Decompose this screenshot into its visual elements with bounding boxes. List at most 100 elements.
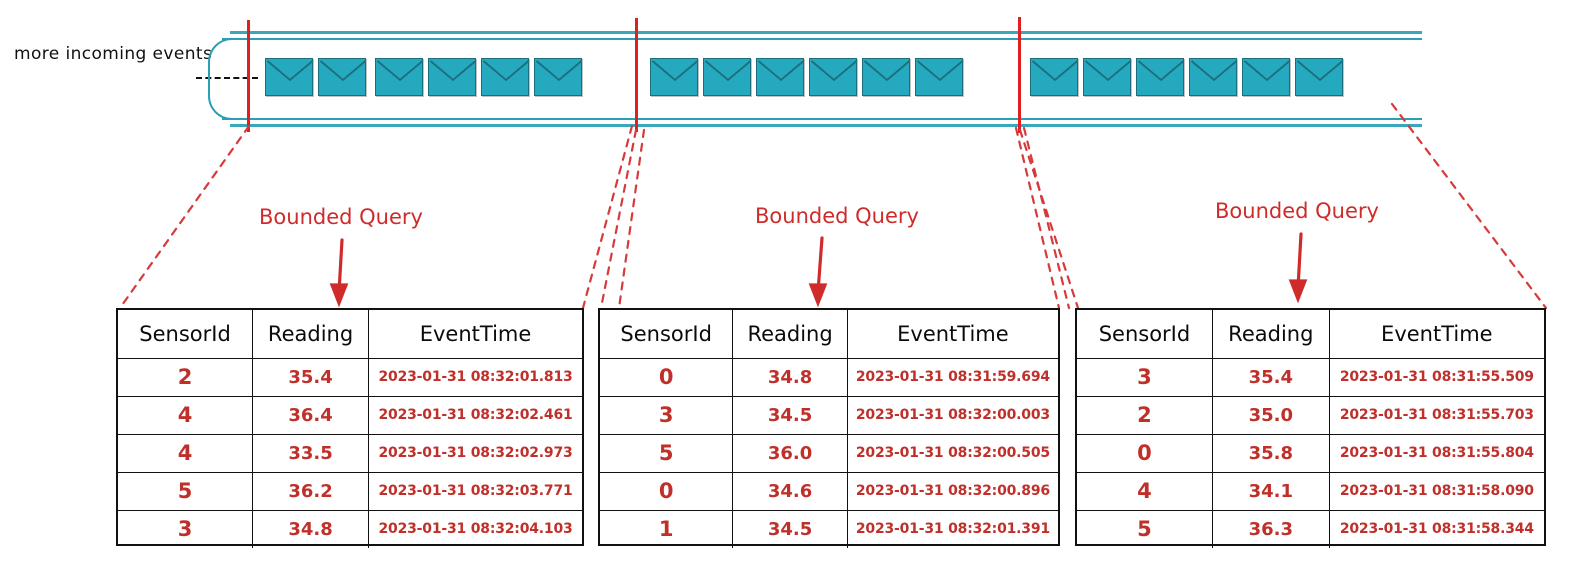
boundary-marker-3 <box>1018 17 1021 133</box>
cell-eventtime: 2023-01-31 08:32:01.391 <box>846 509 1058 548</box>
cell-reading: 34.5 <box>732 509 848 548</box>
cell-eventtime: 2023-01-31 08:32:04.103 <box>368 509 582 548</box>
column-header-reading: Reading <box>252 310 370 359</box>
bq-arrow-3-head <box>1288 279 1308 304</box>
connector-2-left <box>599 128 638 310</box>
column-header-sensorid: SensorId <box>1077 310 1213 359</box>
cell-eventtime: 2023-01-31 08:31:59.694 <box>846 357 1058 397</box>
envelope-icon <box>1242 58 1291 96</box>
cell-sensorid: 5 <box>600 433 734 473</box>
cell-eventtime: 2023-01-31 08:32:03.771 <box>368 471 582 511</box>
column-header-sensorid: SensorId <box>600 310 734 359</box>
bq-arrow-2-shaft <box>816 236 824 294</box>
bounded-query-label-3: Bounded Query <box>1215 199 1379 223</box>
cell-eventtime: 2023-01-31 08:32:02.461 <box>368 395 582 435</box>
envelope-icon <box>650 58 699 96</box>
connector-3-left <box>1018 128 1080 310</box>
stream-pipe-top-edge <box>222 37 1422 40</box>
column-header-eventtime: EventTime <box>846 310 1058 359</box>
cell-sensorid: 0 <box>1077 433 1213 473</box>
event-stream-area: more incoming events <box>0 0 1570 140</box>
envelope-icon <box>756 58 805 96</box>
cell-eventtime: 2023-01-31 08:32:00.003 <box>846 395 1058 435</box>
column-header-eventtime: EventTime <box>368 310 582 359</box>
envelope-icon <box>703 58 752 96</box>
cell-reading: 35.0 <box>1211 395 1330 435</box>
cell-sensorid: 2 <box>118 357 254 397</box>
cell-sensorid: 5 <box>118 471 254 511</box>
connector-2-right-inner <box>617 128 646 310</box>
bounded-query-label-1: Bounded Query <box>259 205 423 229</box>
cell-eventtime: 2023-01-31 08:31:58.090 <box>1328 471 1544 511</box>
cell-reading: 34.8 <box>252 509 370 548</box>
cell-eventtime: 2023-01-31 08:32:00.505 <box>846 433 1058 473</box>
envelope-icon <box>1189 58 1238 96</box>
cell-sensorid: 0 <box>600 357 734 397</box>
cell-reading: 36.3 <box>1211 509 1330 548</box>
boundary-marker-1 <box>247 20 250 132</box>
cell-sensorid: 4 <box>118 433 254 473</box>
cell-reading: 34.1 <box>1211 471 1330 511</box>
envelope-icon <box>1083 58 1132 96</box>
envelope-icon <box>862 58 911 96</box>
cell-reading: 33.5 <box>252 433 370 473</box>
cell-reading: 34.6 <box>732 471 848 511</box>
cell-reading: 35.4 <box>252 357 370 397</box>
connector-2-right <box>1014 126 1061 310</box>
cell-reading: 36.2 <box>252 471 370 511</box>
envelope-icon <box>1295 58 1344 96</box>
connector-1-right <box>581 124 634 310</box>
envelope-icon <box>481 58 530 96</box>
cell-sensorid: 3 <box>600 395 734 435</box>
column-header-sensorid: SensorId <box>118 310 254 359</box>
cell-reading: 35.8 <box>1211 433 1330 473</box>
cell-eventtime: 2023-01-31 08:31:58.344 <box>1328 509 1544 548</box>
column-header-eventtime: EventTime <box>1328 310 1544 359</box>
envelope-icon <box>915 58 964 96</box>
envelope-icon <box>534 58 583 96</box>
envelope-icon <box>318 58 367 96</box>
connector-2-right-outer <box>1022 126 1071 310</box>
boundary-marker-2 <box>635 18 638 132</box>
bq-arrow-1-shaft <box>337 238 344 294</box>
cell-eventtime: 2023-01-31 08:31:55.703 <box>1328 395 1544 435</box>
cell-reading: 36.4 <box>252 395 370 435</box>
cell-sensorid: 2 <box>1077 395 1213 435</box>
envelope-icon <box>375 58 424 96</box>
stream-pipe-bottom-edge <box>222 117 1422 120</box>
stream-pipe-top-edge-outer <box>230 31 1422 34</box>
cell-reading: 34.5 <box>732 395 848 435</box>
bq-arrow-3-shaft <box>1296 232 1303 290</box>
cell-sensorid: 4 <box>118 395 254 435</box>
cell-sensorid: 4 <box>1077 471 1213 511</box>
envelope-icon <box>1030 58 1079 96</box>
incoming-dashed-connector <box>196 77 258 79</box>
bounded-query-label-2: Bounded Query <box>755 204 919 228</box>
cell-sensorid: 3 <box>118 509 254 548</box>
column-header-reading: Reading <box>732 310 848 359</box>
cell-sensorid: 3 <box>1077 357 1213 397</box>
cell-sensorid: 0 <box>600 471 734 511</box>
bq-arrow-2-head <box>808 283 828 308</box>
more-incoming-events-label: more incoming events <box>14 44 213 64</box>
cell-eventtime: 2023-01-31 08:31:55.804 <box>1328 433 1544 473</box>
envelope-icon <box>428 58 477 96</box>
envelope-icon <box>1136 58 1185 96</box>
cell-sensorid: 1 <box>600 509 734 548</box>
